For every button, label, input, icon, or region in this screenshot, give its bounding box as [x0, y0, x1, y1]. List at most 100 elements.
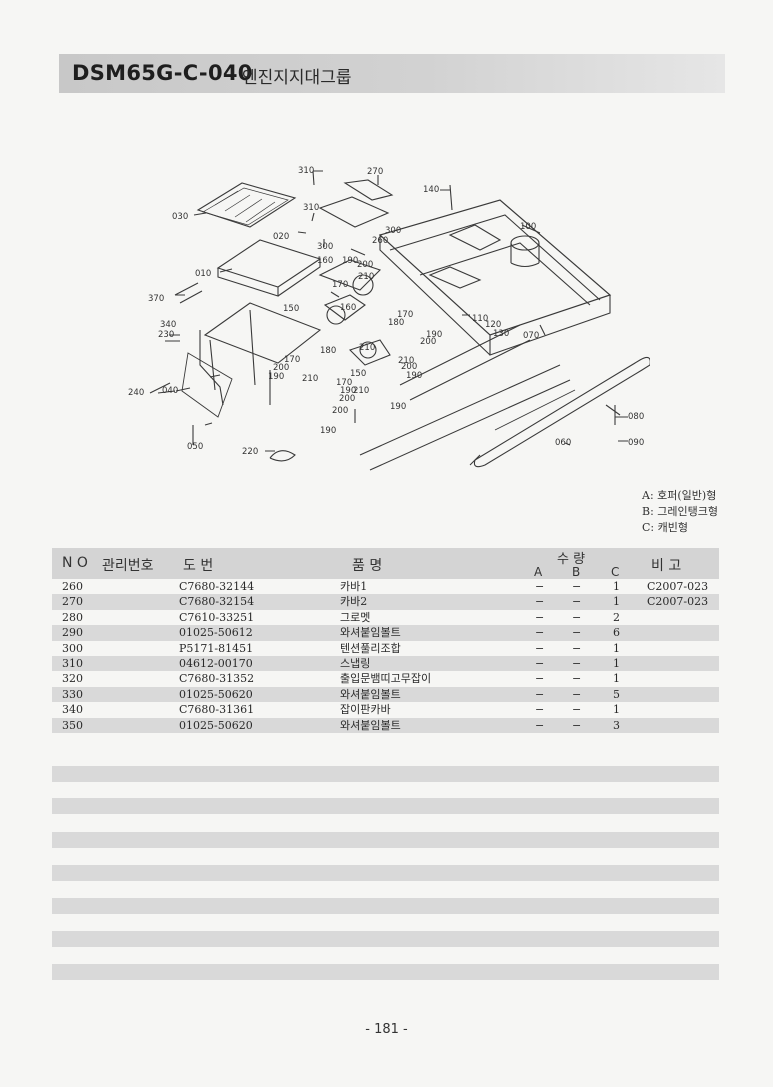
header-no: N O — [62, 555, 88, 571]
cell-name: 카바2 — [340, 595, 368, 609]
cell-name: 스냅링 — [340, 656, 371, 670]
legend-item-c: C: 캐빈형 — [642, 521, 688, 534]
cell-qty-c: 5 — [613, 687, 620, 701]
diagram-label: 120 — [485, 320, 501, 330]
diagram-label: 080 — [628, 412, 644, 422]
diagram-label: 200 — [357, 260, 373, 270]
cell-qty-a: − — [535, 595, 545, 609]
diagram-label: 190 — [390, 402, 406, 412]
cell-name: 와셔붙임볼트 — [340, 718, 401, 732]
diagram-label: 090 — [628, 438, 644, 448]
diagram-label: 270 — [367, 167, 383, 177]
cell-no: 280 — [62, 610, 83, 624]
cell-name: 카바1 — [340, 580, 368, 593]
cell-qty-b: − — [572, 687, 582, 701]
cell-qty-b: − — [572, 641, 582, 655]
cell-no: 300 — [62, 641, 83, 655]
cell-qty-a: − — [535, 687, 545, 701]
diagram-label: 200 — [420, 337, 436, 347]
cell-name: 그로멧 — [340, 610, 371, 624]
cell-qty-c: 2 — [613, 610, 620, 624]
diagram-label: 300 — [317, 242, 333, 252]
diagram-label: 170 — [336, 378, 352, 388]
diagram-label: 160 — [340, 303, 356, 313]
empty-row-band — [52, 898, 719, 914]
diagram-label: 150 — [350, 369, 366, 379]
cell-no: 320 — [62, 672, 83, 686]
cell-qty-a: − — [535, 672, 545, 686]
diagram-label: 190 — [340, 386, 356, 396]
diagram-label: 370 — [148, 294, 164, 304]
diagram-label: 210 — [353, 386, 369, 396]
cell-qty-a: − — [535, 626, 545, 640]
page-number: - 181 - — [365, 1022, 408, 1037]
header-qty-b: B — [572, 565, 581, 579]
diagram-label: 260 — [372, 236, 388, 246]
cell-no: 290 — [62, 626, 83, 640]
cell-qty-b: − — [572, 610, 582, 624]
cell-qty-a: − — [535, 580, 545, 593]
empty-row-band — [52, 865, 719, 881]
cell-drawing: C7610-33251 — [179, 610, 255, 624]
diagram-label: 210 — [398, 356, 414, 366]
cell-qty-b: − — [572, 703, 582, 717]
cell-remark: C2007-023 — [647, 580, 709, 593]
diagram-label: 220 — [242, 447, 258, 457]
cell-qty-a: − — [535, 703, 545, 717]
header-mgmt: 관리번호 — [102, 558, 154, 574]
cell-drawing: C7680-31352 — [179, 672, 255, 686]
diagram-label: 020 — [273, 232, 289, 242]
diagram-label: 030 — [172, 212, 188, 222]
diagram-label: 190 — [320, 426, 336, 436]
cell-qty-c: 6 — [613, 626, 620, 640]
cell-qty-a: − — [535, 656, 545, 670]
header-qty-a: A — [534, 565, 543, 579]
diagram-label: 070 — [523, 331, 539, 341]
diagram-label: 200 — [401, 362, 417, 372]
cell-no: 270 — [62, 595, 83, 609]
cell-qty-a: − — [535, 610, 545, 624]
cell-qty-a: − — [535, 718, 545, 732]
diagram-label: 150 — [283, 304, 299, 314]
diagram-label: 050 — [187, 442, 203, 452]
cell-qty-c: 1 — [613, 672, 620, 686]
diagram-label: 190 — [342, 256, 358, 266]
diagram-label: 100 — [520, 222, 536, 232]
diagram-label: 210 — [358, 272, 374, 282]
diagram-label: 010 — [195, 269, 211, 279]
title-bar: DSM65G-C-040 엔진지지대그룹 — [59, 54, 725, 93]
cell-no: 330 — [62, 687, 83, 701]
cell-name: 와셔붙임볼트 — [340, 687, 401, 701]
empty-row-band — [52, 798, 719, 814]
table-row: 280 C7610-33251 그로멧 − − 2 — [52, 610, 719, 625]
cell-remark: C2007-023 — [647, 595, 709, 609]
cell-qty-c: 1 — [613, 703, 620, 717]
cell-qty-b: − — [572, 595, 582, 609]
diagram-label: 170 — [284, 355, 300, 365]
cell-qty-c: 1 — [613, 580, 620, 593]
cell-qty-c: 1 — [613, 641, 620, 655]
cell-drawing: 04612-00170 — [179, 656, 253, 670]
header-qty-c: C — [611, 565, 620, 579]
diagram-label: 200 — [339, 394, 355, 404]
diagram-label: 310 — [298, 166, 314, 176]
cell-qty-c: 1 — [613, 595, 620, 609]
empty-row-band — [52, 832, 719, 848]
cell-drawing: 01025-50612 — [179, 626, 253, 640]
header-remarks: 비 고 — [651, 558, 682, 574]
cell-qty-c: 3 — [613, 718, 620, 732]
cell-qty-b: − — [572, 718, 582, 732]
model-legend: A: 호퍼(일반)형 B: 그레인탱크형 C: 캐빈형 — [642, 488, 718, 536]
diagram-label: 190 — [406, 371, 422, 381]
exploded-parts-diagram: 310 270 140 030 310 300 100 020 300 260 … — [128, 166, 650, 471]
header-name: 품 명 — [352, 558, 383, 574]
diagram-label: 200 — [273, 363, 289, 373]
header-drawing: 도 번 — [183, 558, 214, 574]
